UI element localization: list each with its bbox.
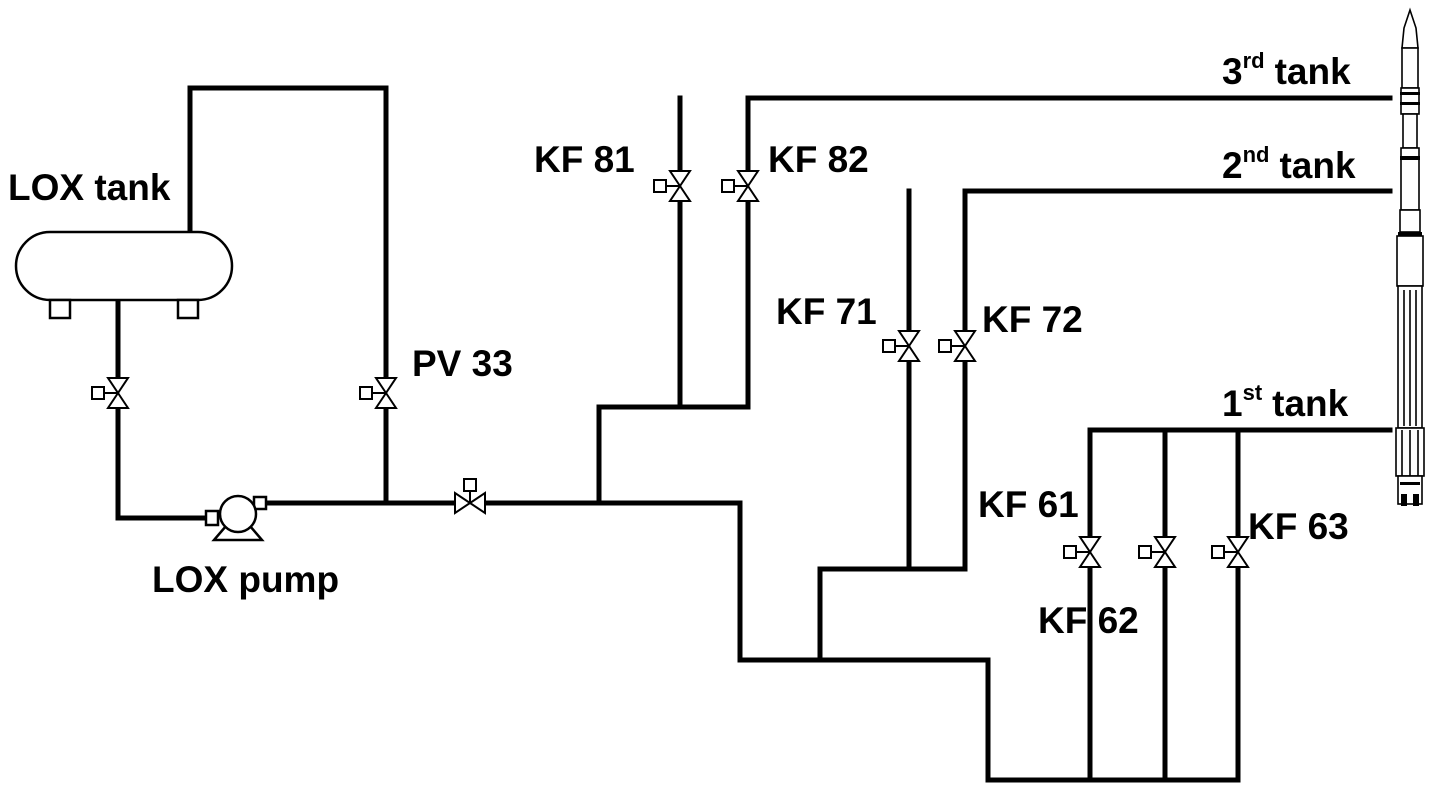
kf81-label: KF 81 bbox=[534, 139, 635, 180]
kf81-valve bbox=[653, 170, 692, 202]
tank-outlet-valve bbox=[91, 377, 130, 409]
lox-tank-leg-left bbox=[48, 298, 72, 320]
kf63-valve bbox=[1211, 536, 1250, 568]
kf71-label: KF 71 bbox=[776, 291, 877, 332]
pipe-network bbox=[115, 85, 1393, 783]
labels: LOX tank LOX pump PV 33 KF 81 KF 82 KF 7… bbox=[8, 48, 1356, 641]
lox-pump-icon bbox=[204, 494, 268, 542]
lox-tank-leg-right bbox=[176, 298, 200, 320]
kf71-valve bbox=[882, 330, 921, 362]
kf62-valve bbox=[1138, 536, 1177, 568]
lox-tank bbox=[14, 230, 234, 320]
pv33-valve bbox=[359, 377, 398, 409]
kf82-label: KF 82 bbox=[768, 139, 869, 180]
tank-outlet-pipe bbox=[115, 299, 215, 521]
tank-return-pipe bbox=[187, 85, 389, 506]
kf72-valve bbox=[938, 330, 977, 362]
main-line-valve bbox=[454, 478, 486, 515]
first-stage-branch-pipe bbox=[1087, 427, 1393, 783]
lox-tank-vessel bbox=[14, 230, 234, 302]
rocket-icon bbox=[1395, 7, 1425, 506]
lox-tank-label: LOX tank bbox=[8, 167, 171, 208]
third-stage-branch-pipe bbox=[596, 95, 1393, 506]
kf82-valve bbox=[721, 170, 760, 202]
kf62-label: KF 62 bbox=[1038, 600, 1139, 641]
pv33-label: PV 33 bbox=[412, 343, 513, 384]
second-stage-branch-pipe bbox=[817, 188, 1393, 663]
kf61-valve bbox=[1063, 536, 1102, 568]
kf72-label: KF 72 bbox=[982, 299, 1083, 340]
lox-pump-label: LOX pump bbox=[152, 559, 339, 600]
kf63-label: KF 63 bbox=[1248, 506, 1349, 547]
kf61-label: KF 61 bbox=[978, 484, 1079, 525]
valves bbox=[91, 170, 1250, 568]
main-drop-pipe bbox=[737, 500, 1241, 783]
